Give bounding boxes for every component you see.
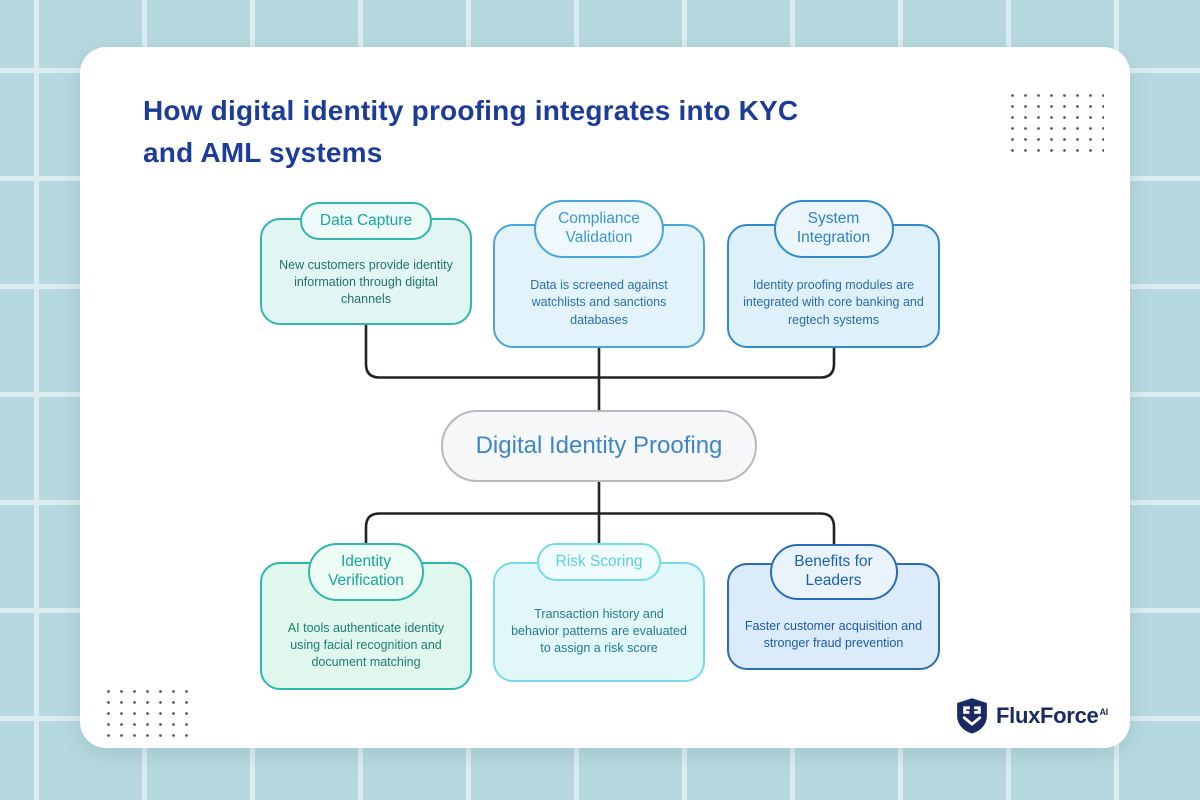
node-data-capture-title: Data Capture (300, 202, 432, 240)
node-data-capture-description: New customers provide identity informati… (279, 257, 453, 307)
node-system-integration-description: Identity proofing modules are integrated… (743, 278, 924, 327)
shield-icon (955, 697, 989, 735)
brand-logo: FluxForceAI (955, 697, 1108, 735)
dot-pattern-bottom-left (102, 686, 194, 738)
node-risk-scoring: Transaction history and behavior pattern… (493, 543, 705, 682)
node-identity-verification-title: Identity Verification (308, 543, 424, 601)
node-system-integration: Identity proofing modules are integrated… (727, 200, 940, 348)
node-risk-scoring-body: Transaction history and behavior pattern… (493, 562, 705, 682)
node-compliance-validation-title: Compliance Validation (534, 200, 664, 258)
node-data-capture: New customers provide identity informati… (260, 202, 472, 325)
page-title: How digital identity proofing integrates… (143, 90, 943, 174)
center-node-digital-identity-proofing: Digital Identity Proofing (441, 410, 757, 482)
brand-name: FluxForceAI (996, 703, 1108, 729)
node-benefits-for-leaders: Faster customer acquisition and stronger… (727, 544, 940, 670)
title-line-2: and AML systems (143, 137, 383, 168)
brand-name-text: FluxForce (996, 703, 1099, 728)
node-compliance-validation-description: Data is screened against watchlists and … (530, 278, 668, 327)
node-system-integration-title: System Integration (773, 200, 894, 258)
node-benefits-for-leaders-description: Faster customer acquisition and stronger… (744, 618, 923, 650)
node-risk-scoring-title: Risk Scoring (537, 543, 661, 581)
center-node-label: Digital Identity Proofing (475, 432, 723, 459)
dot-pattern-top-right (1006, 90, 1104, 152)
node-identity-verification-description: AI tools authenticate identity using fac… (287, 620, 445, 670)
title-line-1: How digital identity proofing integrates… (143, 95, 799, 126)
node-identity-verification: AI tools authenticate identity using fac… (260, 543, 472, 690)
node-compliance-validation: Data is screened against watchlists and … (493, 200, 705, 348)
node-risk-scoring-description: Transaction history and behavior pattern… (511, 606, 687, 656)
node-identity-verification-body: AI tools authenticate identity using fac… (260, 562, 472, 690)
node-benefits-for-leaders-title: Benefits for Leaders (769, 544, 898, 600)
brand-superscript: AI (1099, 706, 1108, 717)
